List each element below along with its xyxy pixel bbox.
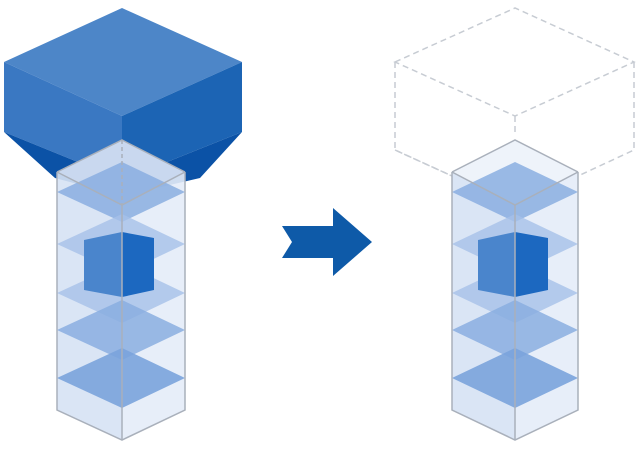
left-slab-5 <box>57 348 185 408</box>
left-slab-1 <box>57 162 185 222</box>
left-top-block-top-face <box>4 8 242 116</box>
left-inner-cube-side <box>122 232 154 297</box>
right-slab-1 <box>452 162 578 222</box>
left-column-edges <box>56 139 186 441</box>
right-inner-cube-side <box>515 232 548 297</box>
left-group <box>4 8 242 441</box>
right-column-edges <box>451 139 579 441</box>
right-arrow-icon <box>282 208 372 276</box>
left-inner-cube-front <box>84 232 122 297</box>
left-column <box>56 139 186 441</box>
right-group <box>393 7 636 441</box>
right-inner-cube-front <box>478 232 515 297</box>
right-top-block-outline <box>393 7 636 177</box>
right-inner-cube <box>478 232 548 297</box>
left-top-block-left-face <box>4 62 122 180</box>
left-slab-4 <box>57 300 185 360</box>
left-top-block-right-face <box>122 62 242 180</box>
right-column <box>451 139 579 441</box>
left-inner-cube <box>84 232 154 297</box>
